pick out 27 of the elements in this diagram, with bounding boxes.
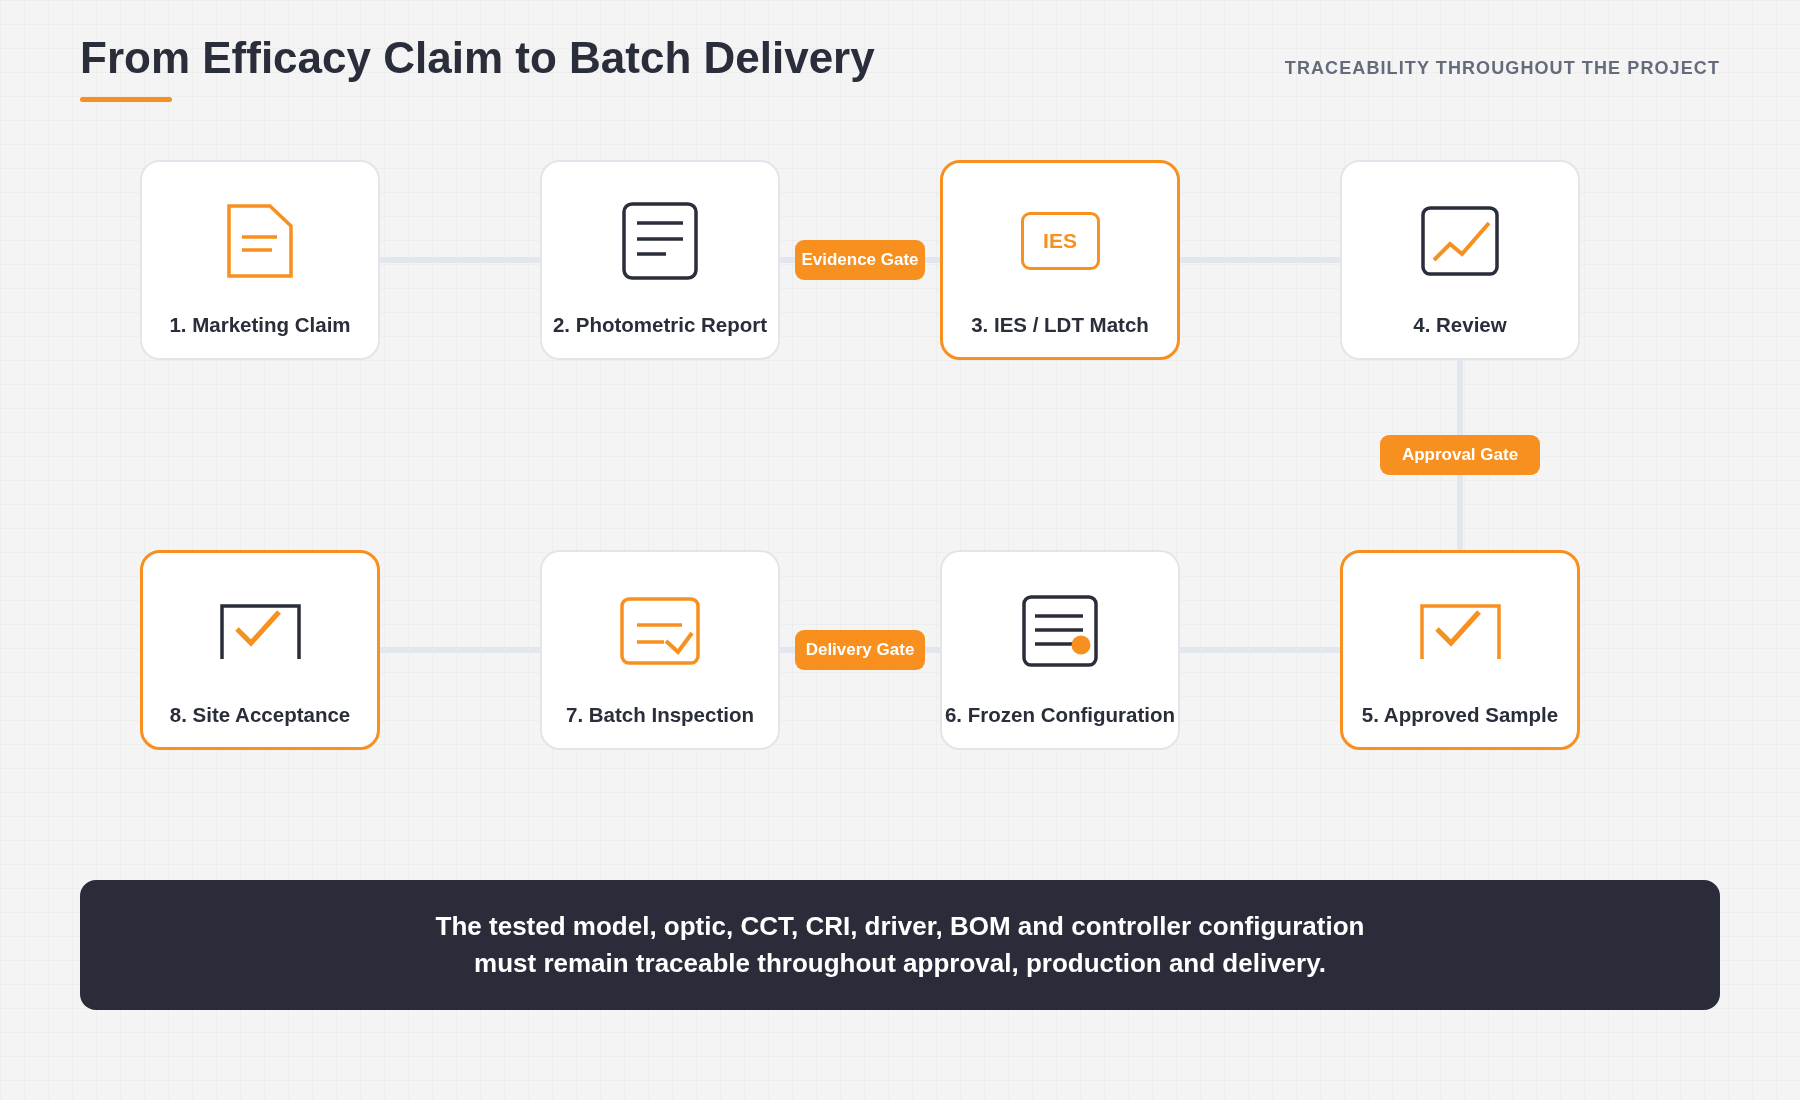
step-label: 5. Approved Sample — [1360, 703, 1560, 727]
step-label: 1. Marketing Claim — [168, 313, 352, 337]
connector-line — [380, 647, 540, 653]
step-card — [1340, 160, 1580, 360]
summary-banner — [80, 880, 1720, 1010]
step-label: 3. IES / LDT Match — [970, 313, 1150, 337]
gate-label: Evidence Gate — [795, 240, 925, 280]
file-format-tag: IES — [1020, 212, 1100, 270]
connector-line — [1180, 257, 1340, 263]
step-label: 8. Site Acceptance — [168, 703, 352, 727]
step-card — [940, 550, 1180, 750]
step-card — [540, 160, 780, 360]
step-label: 4. Review — [1412, 313, 1508, 337]
step-card — [940, 160, 1180, 360]
step-card — [1340, 550, 1580, 750]
summary-text: The tested model, optic, CCT, CRI, driver, BOM and controller configuration must remain traceable throughout approval, production and delivery. — [434, 910, 1366, 980]
subtitle: TRACEABILITY THROUGHOUT THE PROJECT — [1284, 58, 1720, 78]
step-label: 6. Frozen Configuration — [943, 703, 1176, 727]
gate-label: Delivery Gate — [795, 630, 925, 670]
step-card — [140, 160, 380, 360]
step-label: 2. Photometric Report — [551, 313, 769, 337]
gate-label: Approval Gate — [1380, 435, 1540, 475]
diagram-title: From Efficacy Claim to Batch Delivery — [80, 32, 875, 84]
step-card — [140, 550, 380, 750]
connector-line — [1180, 647, 1340, 653]
step-card — [540, 550, 780, 750]
step-label: 7. Batch Inspection — [565, 703, 755, 727]
